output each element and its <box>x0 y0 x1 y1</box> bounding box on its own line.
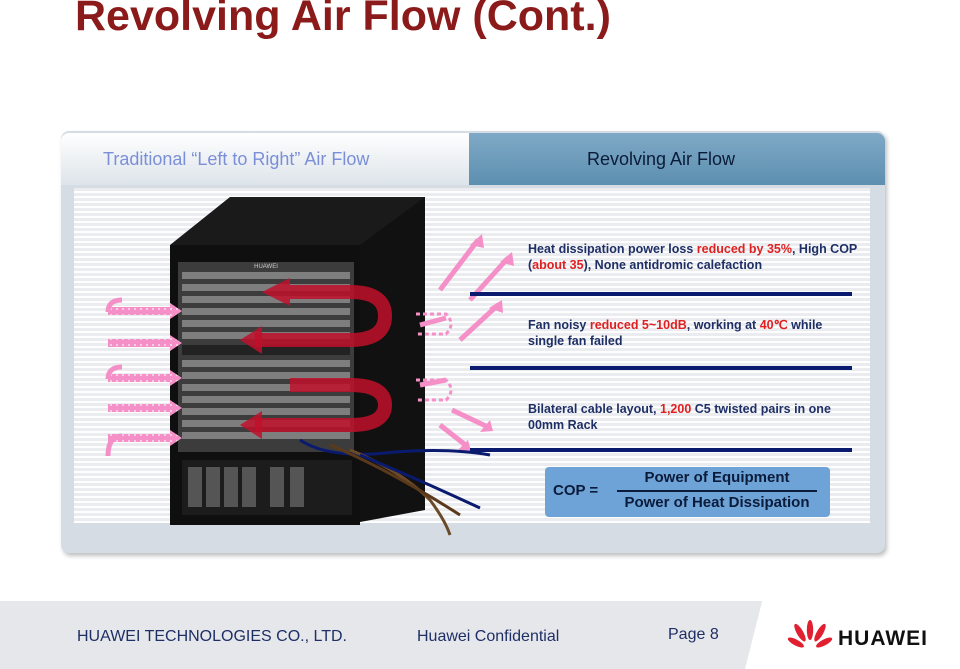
point-fan-noise: Fan noisy reduced 5~10dB, working at 40℃… <box>528 318 823 348</box>
cop-numerator: Power of Equipment <box>644 469 790 486</box>
point-heat-dissipation: Heat dissipation power loss reduced by 3… <box>528 242 858 272</box>
cop-label: COP = <box>553 482 599 499</box>
slide-title: Revolving Air Flow (Cont.) <box>75 0 611 40</box>
footer-logo-area <box>745 601 960 669</box>
fraction-line <box>617 490 817 492</box>
point-cable-layout: Bilateral cable layout, 1,200 C5 twisted… <box>528 402 831 432</box>
tab-revolving-air-flow: Revolving Air Flow <box>469 133 885 185</box>
huawei-logo-icon <box>787 620 833 648</box>
tab-revolving-label: Revolving Air Flow <box>587 149 736 169</box>
footer-company: HUAWEI TECHNOLOGIES CO., LTD. <box>77 628 347 645</box>
cop-formula: COP = Power of Equipment Power of Heat D… <box>545 467 830 517</box>
logo-wordmark: HUAWEI <box>838 627 928 650</box>
footer-confidential: Huawei Confidential <box>417 628 560 645</box>
tab-traditional-air-flow: Traditional “Left to Right” Air Flow <box>61 133 471 185</box>
page-number: Page 8 <box>668 626 719 643</box>
tab-traditional-label: Traditional “Left to Right” Air Flow <box>103 149 370 169</box>
cop-denominator: Power of Heat Dissipation <box>624 494 810 511</box>
